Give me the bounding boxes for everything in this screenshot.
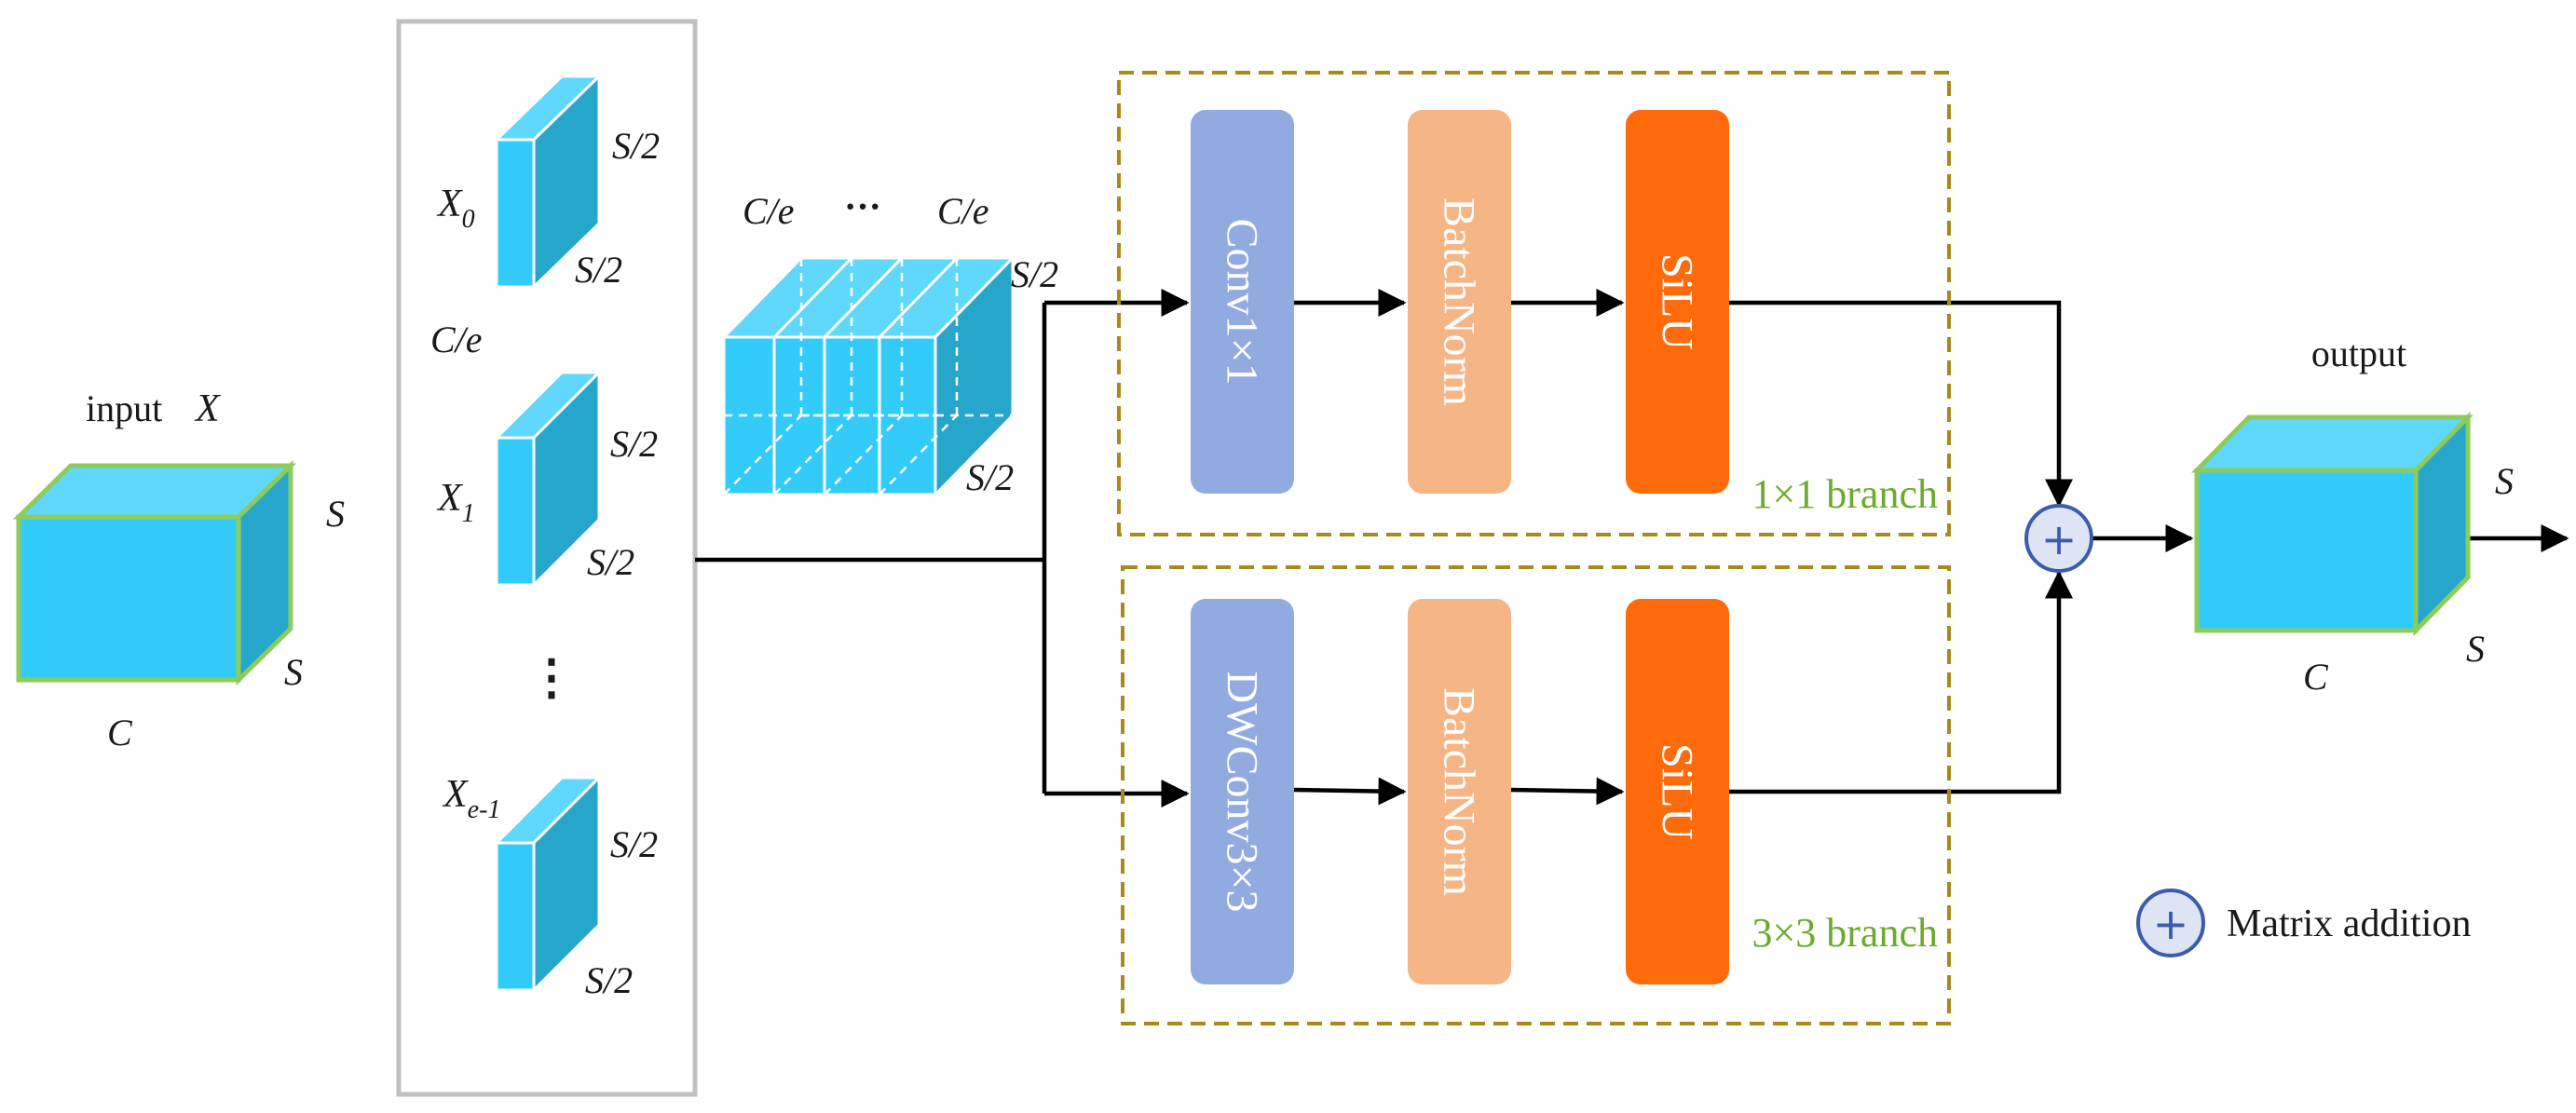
arrow-silu1-to-plus	[1729, 300, 2073, 508]
input-label: input	[86, 387, 162, 429]
legend-plus-icon: +	[2153, 899, 2189, 949]
dwconv-label: DWConv3×3	[1218, 671, 1267, 912]
silu2-label: SiLU	[1653, 743, 1702, 840]
output-dim-s-side: S	[2495, 460, 2514, 502]
x0-dim-2: S/2	[575, 249, 622, 291]
branch-1x1-label: 1×1 branch	[1751, 471, 1938, 517]
input-dim-s-bottom: S	[284, 651, 303, 693]
output-dim-s-bottom: S	[2466, 628, 2485, 670]
stack-dim-bottom: S/2	[966, 456, 1014, 498]
branch-3x3-box	[1121, 565, 1951, 1025]
split-slab-x0	[493, 73, 603, 291]
stack-dots: ···	[844, 185, 881, 227]
legend: + Matrix addition	[2136, 889, 2471, 957]
conv1x1-label: Conv1×1	[1218, 218, 1267, 385]
branch-1x1-box	[1117, 71, 1951, 536]
x0-dim-1: S/2	[612, 125, 660, 167]
split-slab-xe1	[493, 774, 603, 994]
legend-plus-symbol: +	[2136, 889, 2205, 957]
silu1-block	[1626, 110, 1729, 494]
x1-dim-1: S/2	[610, 423, 658, 465]
input-dim-s-side: S	[326, 493, 345, 535]
plus-icon: +	[2041, 514, 2078, 564]
x1-dim-2: S/2	[587, 541, 634, 583]
split-vdots: ⋮	[527, 652, 576, 705]
stack-ce-right: C/e	[937, 190, 989, 232]
batchnorm1-label: BatchNorm	[1435, 197, 1484, 406]
x1-label: X1	[436, 477, 475, 528]
arrow-dwconv-to-bn2	[1293, 777, 1407, 806]
x0-label: X0	[436, 183, 475, 234]
output-cube	[2191, 411, 2474, 637]
legend-label: Matrix addition	[2227, 903, 2471, 945]
arrow-silu2-to-plus	[1729, 570, 2073, 794]
matrix-addition-node: +	[2024, 504, 2093, 573]
stack-dim-top: S/2	[1011, 253, 1058, 295]
xe1-dim-2: S/2	[585, 959, 633, 1001]
batchnorm2-block	[1408, 599, 1511, 984]
output-label: output	[2311, 333, 2406, 374]
input-symbol: X	[194, 387, 222, 430]
connectors	[695, 289, 2569, 808]
xe1-dim-1: S/2	[610, 823, 658, 865]
batchnorm2-label: BatchNorm	[1435, 687, 1484, 896]
split-ce-label: C/e	[430, 319, 483, 360]
silu1-label: SiLU	[1653, 253, 1702, 350]
arrow-bn2-to-silu2	[1510, 777, 1625, 806]
batchnorm1-block	[1408, 110, 1511, 494]
conv1x1-block	[1191, 110, 1294, 494]
output-dim-c: C	[2303, 656, 2329, 698]
stack-ce-left: C/e	[743, 190, 795, 232]
dwconv-block	[1191, 599, 1294, 984]
input-dim-c: C	[107, 712, 133, 753]
xe1-label: Xe-1	[442, 773, 500, 824]
branch-3x3-label: 3×3 branch	[1751, 910, 1938, 956]
input-cube	[12, 460, 297, 685]
stacked-slabs	[720, 254, 1016, 498]
split-slab-x1	[493, 369, 603, 589]
silu2-block	[1626, 599, 1729, 984]
